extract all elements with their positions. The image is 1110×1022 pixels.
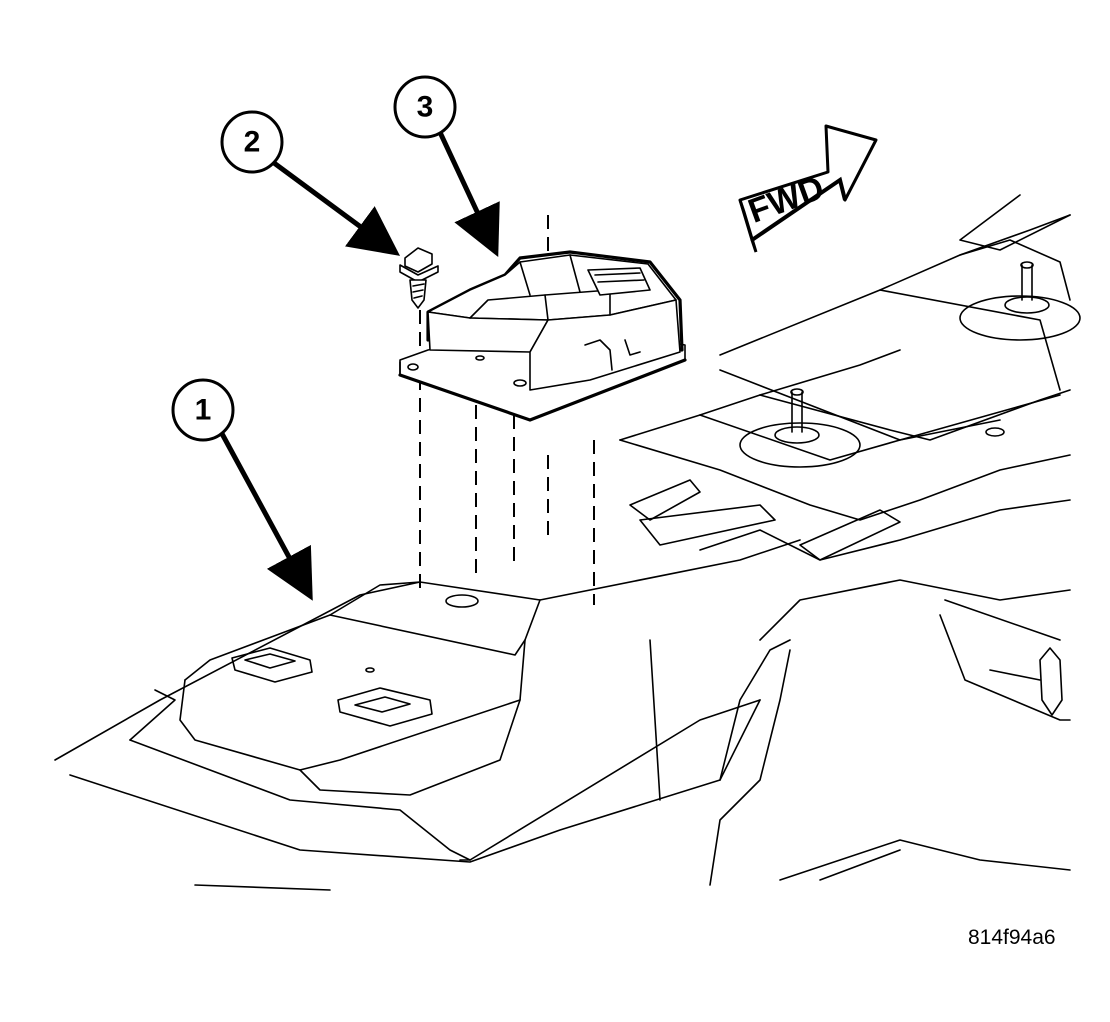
fwd-arrow: FWD bbox=[738, 124, 878, 253]
callout-3-circle bbox=[393, 75, 457, 139]
callout-1-number: 1 bbox=[195, 394, 212, 427]
callout-3-number: 3 bbox=[417, 91, 434, 124]
floor-pan bbox=[54, 194, 1081, 891]
callout-2-circle bbox=[220, 110, 284, 174]
mounting-bolt bbox=[399, 247, 439, 309]
alignment-lines bbox=[419, 215, 595, 605]
callout-1-circle bbox=[171, 378, 235, 442]
callout-2-number: 2 bbox=[244, 126, 261, 159]
callout-2: 2 bbox=[220, 110, 401, 256]
figure-id: 814f94a6 bbox=[968, 926, 1056, 949]
control-module bbox=[398, 250, 687, 422]
callout-3: 3 bbox=[393, 75, 500, 258]
callout-1: 1 bbox=[171, 378, 313, 601]
fwd-label: FWD bbox=[743, 169, 829, 231]
